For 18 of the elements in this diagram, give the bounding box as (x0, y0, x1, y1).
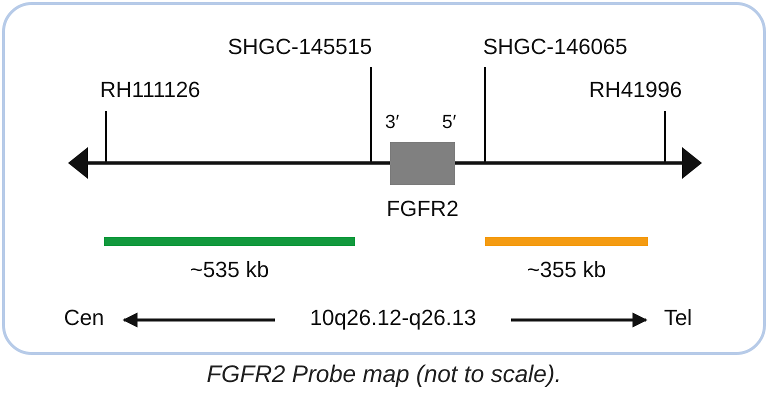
probe-bar (104, 237, 355, 246)
marker-label: RH111126 (100, 77, 200, 103)
gene-box (390, 142, 455, 185)
marker-label: SHGC-146065 (483, 34, 628, 60)
region-label: 10q26.12-q26.13 (279, 305, 507, 331)
marker-label: SHGC-145515 (228, 34, 372, 60)
caption: FGFR2 Probe map (not to scale). (206, 361, 562, 389)
region-label: Tel (658, 305, 698, 331)
arrow (511, 312, 648, 328)
probe-size-label: ~355 kb (526, 257, 607, 283)
arrow (122, 312, 275, 328)
probe-bar (485, 237, 648, 246)
strand-label: 3′ (385, 111, 400, 135)
region-label: Cen (58, 305, 110, 331)
strand-label: 5′ (442, 111, 456, 135)
marker-label: RH41996 (589, 77, 682, 103)
gene-label: FGFR2 (385, 196, 460, 222)
probe-size-label: ~535 kb (189, 257, 270, 283)
